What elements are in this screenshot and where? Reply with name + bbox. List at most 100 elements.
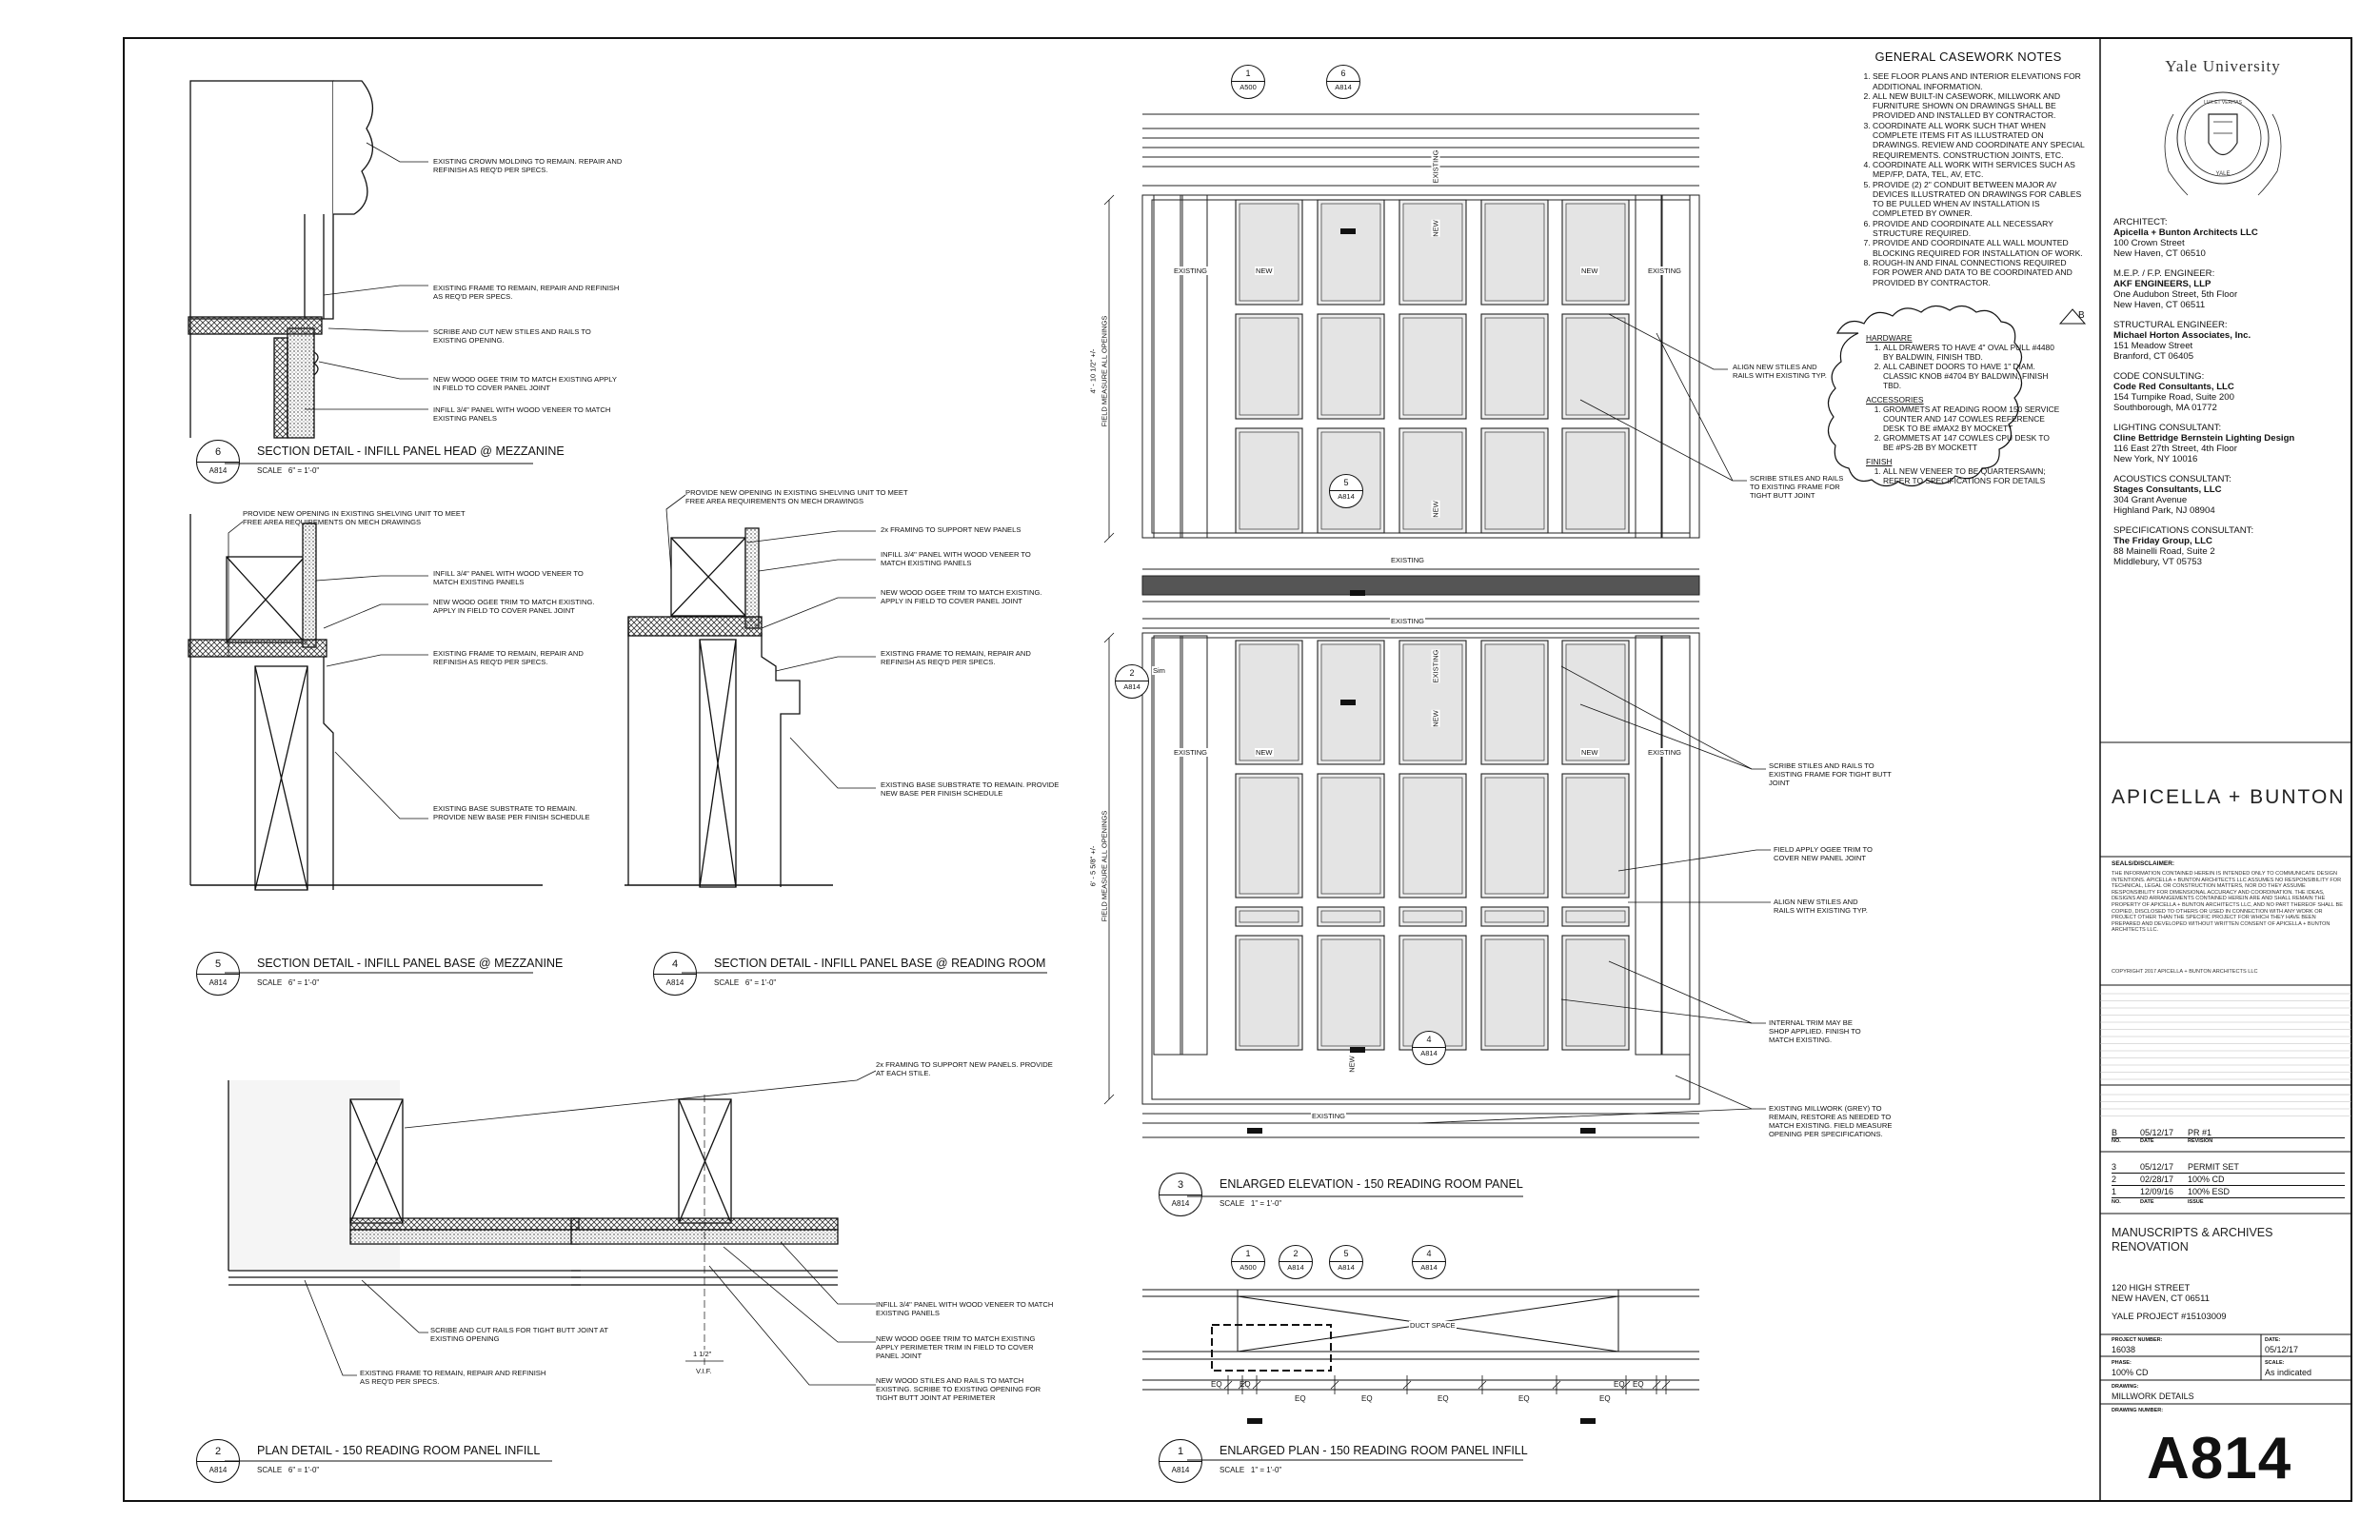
elevation-panels-lower — [1153, 635, 1691, 1056]
project-address-line2: NEW HAVEN, CT 06511 — [2112, 1293, 2210, 1304]
field-date: 05/12/17 — [2265, 1345, 2299, 1354]
panel-inset — [1320, 203, 1381, 302]
annotation-note: INFILL 3/4" PANEL WITH WOOD VENEER TO MA… — [876, 1300, 1054, 1317]
consultant-role: M.E.P. / F.P. ENGINEER: — [2113, 268, 2215, 279]
label-field-measure: FIELD MEASURE ALL OPENINGS — [1100, 810, 1109, 922]
callout-number: 5 — [1343, 478, 1349, 487]
callout-number: 1 — [1245, 69, 1251, 78]
annotation-note: PROVIDE NEW OPENING IN EXISTING SHELVING… — [243, 509, 466, 526]
seal-motto: LUX ET VERITAS — [2204, 100, 2242, 106]
panel-inset — [1239, 431, 1299, 530]
disclaimer-title: SEALS/DISCLAIMER: — [2112, 860, 2175, 867]
panel-inset — [1484, 938, 1545, 1047]
issue-row: 2 02/28/17 100% CD — [2112, 1174, 2345, 1186]
accessories-title: ACCESSORIES — [1866, 395, 1924, 405]
consultant-name: AKF ENGINEERS, LLP — [2113, 279, 2211, 289]
general-casework-notes: GENERAL CASEWORK NOTES SEE FLOOR PLANS A… — [1852, 49, 2085, 287]
callout-number: 1 — [1245, 1249, 1251, 1258]
label-existing: EXISTING — [1390, 617, 1426, 625]
callout-number: 6 — [1340, 69, 1346, 78]
callout-divider — [1330, 1261, 1362, 1262]
note-item: ALL NEW VENEER TO BE QUARTERSAWN; REFER … — [1883, 466, 2061, 485]
callout-divider — [1330, 490, 1362, 491]
panel-inset — [1402, 317, 1463, 416]
detail-number: 6 — [214, 446, 222, 458]
consultant-role: ARCHITECT: — [2113, 217, 2168, 227]
panel-inset — [1239, 910, 1299, 923]
consultant-address: 88 Mainelli Road, Suite 2 — [2113, 546, 2215, 557]
panel-inset — [1484, 643, 1545, 761]
consultant-address: 304 Grant Avenue — [2113, 495, 2188, 505]
consultant-name: Stages Consultants, LLC — [2113, 484, 2222, 495]
annotation-note: EXISTING BASE SUBSTRATE TO REMAIN. PROVI… — [433, 804, 590, 821]
consultants-list: ARCHITECT:Apicella + Bunton Architects L… — [2113, 217, 2361, 577]
consultant-role: STRUCTURAL ENGINEER: — [2113, 320, 2228, 330]
field-date-label: DATE: — [2265, 1337, 2281, 1343]
panel-inset — [1565, 910, 1626, 923]
panel-inset — [1239, 317, 1299, 416]
panel-inset — [1402, 910, 1463, 923]
annotation-note: INTERNAL TRIM MAY BE SHOP APPLIED. FINIS… — [1769, 1018, 1861, 1044]
annotation-note: SCRIBE STILES AND RAILS TO EXISTING FRAM… — [1750, 474, 1844, 500]
issue-row: 3 05/12/17 PERMIT SET — [2112, 1161, 2345, 1174]
panel-inset — [1484, 777, 1545, 895]
label-existing: EXISTING — [1173, 748, 1209, 757]
general-notes-title: GENERAL CASEWORK NOTES — [1874, 49, 2062, 64]
consultant-address: 151 Meadow Street — [2113, 341, 2193, 351]
consultant-name: The Friday Group, LLC — [2113, 536, 2212, 546]
label-existing: EXISTING — [1390, 556, 1426, 564]
annotation-note: ALIGN NEW STILES AND RAILS WITH EXISTING… — [1774, 898, 1868, 915]
annotation-note: EXISTING FRAME TO REMAIN, REPAIR AND REF… — [360, 1369, 546, 1386]
issue-row: 1 12/09/16 100% ESD — [2112, 1186, 2345, 1198]
section-mark — [1350, 1047, 1365, 1053]
consultant-address: Middlebury, VT 05753 — [2113, 557, 2202, 567]
callout-sheet: A814 — [1287, 1263, 1304, 1272]
side-stile — [1635, 194, 1663, 539]
label-eq: EQ — [1614, 1380, 1625, 1389]
panel-inset — [1320, 938, 1381, 1047]
detail-title-text: ENLARGED PLAN - 150 READING ROOM PANEL I… — [1220, 1444, 1528, 1457]
detail-6-drawing — [188, 80, 373, 439]
side-stile — [1660, 194, 1691, 539]
drawing-title: MILLWORK DETAILS — [2112, 1392, 2194, 1401]
detail-scale: SCALE 1" = 1'-0" — [1220, 1466, 1282, 1474]
label-new: NEW — [1255, 748, 1274, 757]
detail-scale: SCALE 6" = 1'-0" — [257, 1466, 320, 1474]
consultant-role: SPECIFICATIONS CONSULTANT: — [2113, 525, 2254, 536]
annotation-note: 2x FRAMING TO SUPPORT NEW PANELS — [881, 525, 1021, 534]
panel-inset — [1484, 431, 1545, 530]
consultant-address: Branford, CT 06405 — [2113, 351, 2194, 362]
detail-3-elevation — [1141, 113, 1700, 1138]
callout-number: 2 — [1293, 1249, 1299, 1258]
annotation-note: INFILL 3/4" PANEL WITH WOOD VENEER TO MA… — [433, 569, 584, 586]
field-scale: As indicated — [2265, 1368, 2312, 1377]
callout-sheet: A814 — [1335, 83, 1352, 91]
section-mark — [1340, 228, 1356, 234]
note-item: ALL DRAWERS TO HAVE 4" OVAL PULL #4480 B… — [1883, 343, 2061, 362]
title-block-rules — [2100, 741, 2351, 1405]
hardware-list: ALL DRAWERS TO HAVE 4" OVAL PULL #4480 B… — [1866, 343, 2061, 390]
university-name: Yale University — [2165, 57, 2281, 75]
project-title-line2: RENOVATION — [2112, 1240, 2189, 1254]
panel-inset — [1239, 938, 1299, 1047]
note-item: ALL NEW BUILT-IN CASEWORK, MILLWORK AND … — [1873, 91, 2085, 121]
callout-sheet: A814 — [1123, 682, 1140, 691]
panel-inset — [1565, 643, 1626, 761]
callout-sheet: A500 — [1240, 83, 1257, 91]
note-item: PROVIDE AND COORDINATE ALL NECESSARY STR… — [1873, 219, 2085, 239]
label-sim: Sim — [1152, 666, 1166, 675]
field-project-number-label: PROJECT NUMBER: — [2112, 1337, 2163, 1343]
consultant-block: LIGHTING CONSULTANT:Cline Bettridge Bern… — [2113, 423, 2361, 464]
